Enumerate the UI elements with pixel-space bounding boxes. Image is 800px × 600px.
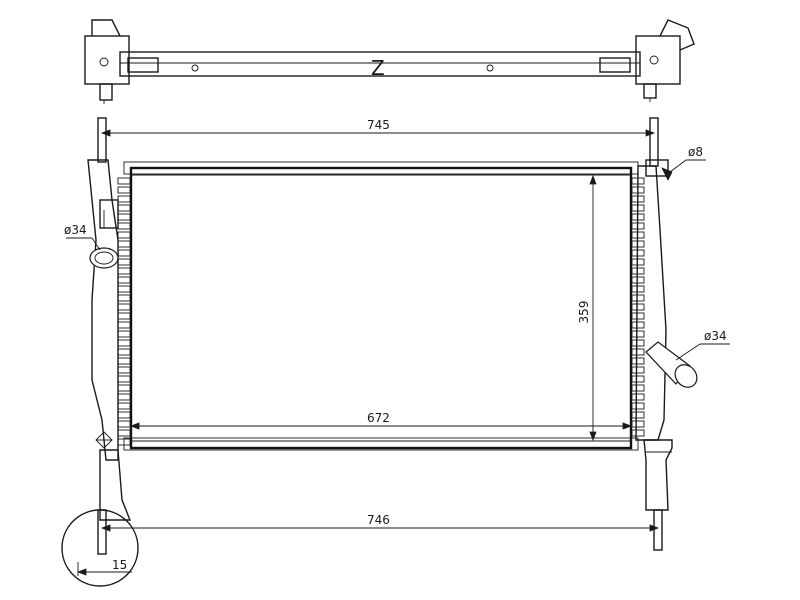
left-tank-fin <box>117 312 131 320</box>
right-tank-fin <box>631 429 645 437</box>
left-tank-fin <box>117 285 131 293</box>
left-tank-fin <box>117 339 131 347</box>
dim-746: 746 <box>367 513 390 527</box>
right-tank-fin <box>631 222 645 230</box>
callout-vent: ø8 <box>688 145 703 159</box>
right-tank-fin <box>631 213 645 221</box>
left-tank-fin <box>117 402 131 410</box>
left-tank-fin <box>117 420 131 428</box>
left-tank-fin <box>117 348 131 356</box>
dim-359: 359 <box>577 301 591 324</box>
left-tank-fin <box>117 384 131 392</box>
right-tank-fin <box>631 204 645 212</box>
left-tank-fin <box>117 276 131 284</box>
right-tank-fin <box>631 348 645 356</box>
left-tank-fin <box>117 294 131 302</box>
detail-circle <box>61 509 139 587</box>
left-tank-fin <box>117 303 131 311</box>
right-tank-fin <box>631 249 645 257</box>
dim-672: 672 <box>367 411 390 425</box>
dim-15: 15 <box>112 558 127 572</box>
callout-pipe-left: ø34 <box>64 223 87 237</box>
left-tank-fin <box>117 357 131 365</box>
right-tank-fin <box>631 366 645 374</box>
right-tank-fin <box>631 357 645 365</box>
right-tank-fin <box>631 267 645 275</box>
callout-pipe-right: ø34 <box>704 329 727 343</box>
left-tank-fin <box>117 213 131 221</box>
left-tank-fin <box>117 231 131 239</box>
dim-745: 745 <box>367 118 390 132</box>
top-view: Z <box>84 19 695 104</box>
left-tank-fin <box>117 267 131 275</box>
left-pipe <box>89 247 119 269</box>
left-tank-fin <box>117 195 131 203</box>
right-tank-fin <box>631 231 645 239</box>
left-tank-fin <box>117 375 131 383</box>
left-tank-fin <box>117 321 131 329</box>
left-tank-fin <box>117 438 131 446</box>
left-tank-fin <box>117 258 131 266</box>
left-tank-fin <box>117 222 131 230</box>
left-tank-fin <box>117 429 131 437</box>
front-view <box>87 117 698 555</box>
right-tank-fin <box>631 339 645 347</box>
dimension-lines <box>66 129 730 532</box>
left-tank <box>87 159 119 461</box>
radiator-core <box>129 166 633 450</box>
right-tank-fin <box>631 294 645 302</box>
right-tank-fin <box>631 393 645 401</box>
left-tank-fin <box>117 330 131 338</box>
right-tank-fin <box>631 330 645 338</box>
right-tank-fin <box>631 321 645 329</box>
right-tank-fin <box>631 384 645 392</box>
right-tank-fin <box>631 312 645 320</box>
right-tank-fin <box>631 420 645 428</box>
right-tank-fin <box>631 411 645 419</box>
left-tank-fin <box>117 186 131 194</box>
right-tank-fin <box>631 276 645 284</box>
right-tank-fin <box>631 375 645 383</box>
left-tank-fin <box>117 240 131 248</box>
left-tank-fin <box>117 249 131 257</box>
top-bar <box>119 51 641 77</box>
left-tank-fin <box>117 393 131 401</box>
right-tank-fin <box>631 186 645 194</box>
left-tank-fin <box>117 204 131 212</box>
section-mark: Z <box>371 56 385 80</box>
right-tank-fin <box>631 285 645 293</box>
left-tank-fin <box>117 366 131 374</box>
left-tank-fin <box>117 411 131 419</box>
right-tank-fin <box>631 240 645 248</box>
right-tank <box>635 165 667 441</box>
vent-nipple <box>645 159 669 177</box>
left-tank-fin <box>117 177 131 185</box>
right-tank-fin <box>631 402 645 410</box>
right-tank-fin <box>631 258 645 266</box>
right-tank-fin <box>631 195 645 203</box>
right-tank-fin <box>631 177 645 185</box>
right-tank-fin <box>631 303 645 311</box>
